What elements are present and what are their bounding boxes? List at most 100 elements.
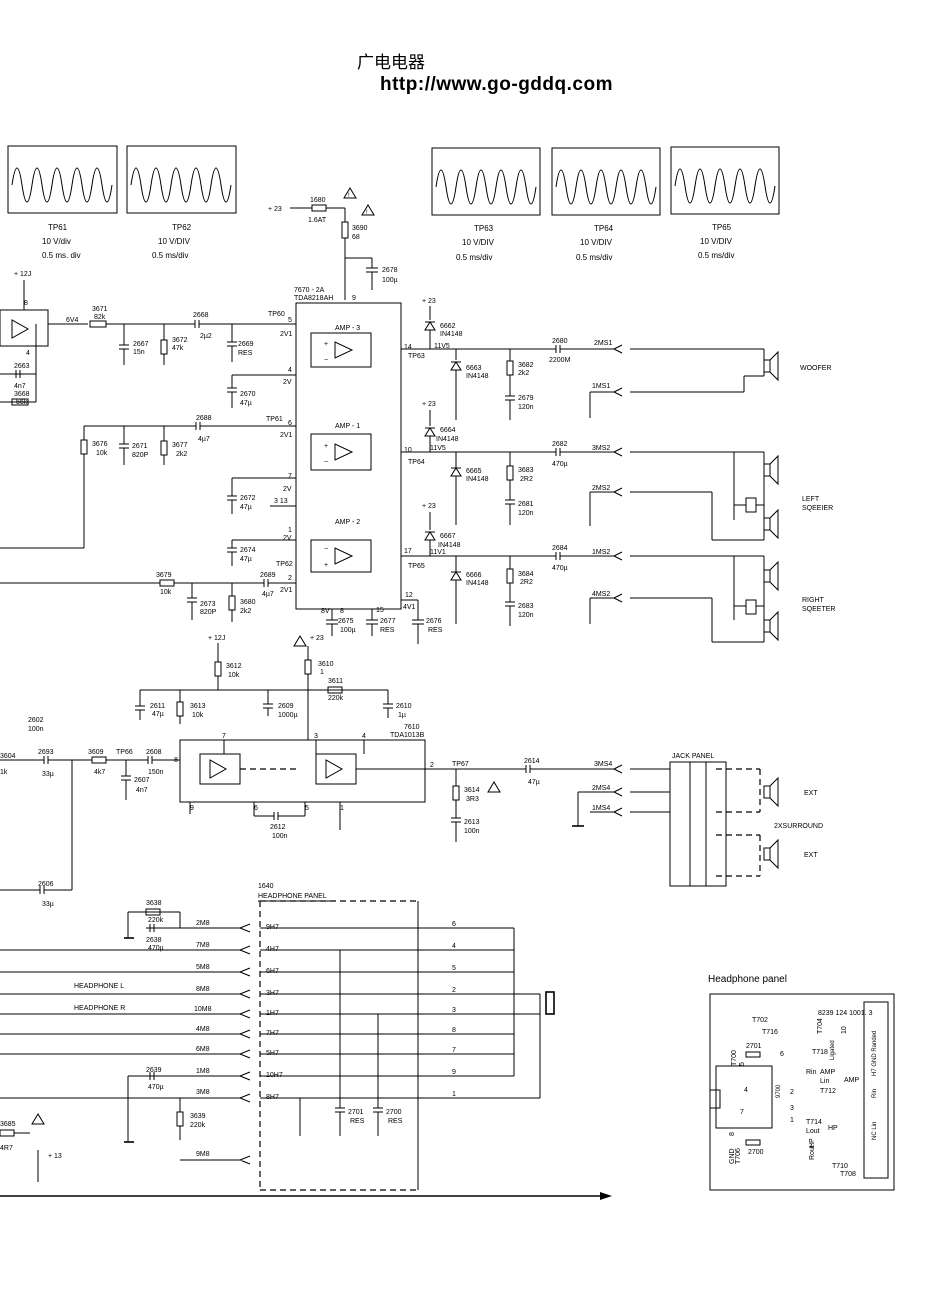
svg-text:8M8: 8M8 (196, 986, 210, 993)
svg-text:GND: GND (729, 1148, 736, 1164)
svg-text:2: 2 (790, 1089, 794, 1096)
svg-text:T700: T700 (731, 1050, 738, 1066)
svg-text:15n: 15n (133, 349, 145, 356)
svg-text:2673: 2673 (200, 601, 216, 608)
speaker-icon (763, 517, 771, 531)
svg-text:2693: 2693 (38, 749, 54, 756)
svg-text:2611: 2611 (150, 703, 165, 710)
svg-text:1MS1: 1MS1 (592, 383, 610, 390)
speaker-icon (763, 785, 771, 799)
svg-text:AMP - 2: AMP - 2 (335, 519, 360, 526)
warning-icon (293, 635, 307, 647)
svg-text:2684: 2684 (552, 545, 568, 552)
svg-text:2677: 2677 (380, 618, 396, 625)
svg-text:6664: 6664 (440, 427, 456, 434)
svg-text:2681: 2681 (518, 501, 534, 508)
svg-text:47µ: 47µ (152, 711, 164, 718)
svg-text:H7 GND Randed: H7 GND Randed (872, 1031, 878, 1076)
svg-text:+ 23: + 23 (310, 635, 324, 642)
svg-text:2675: 2675 (338, 618, 354, 625)
svg-text:3R3: 3R3 (466, 796, 479, 803)
svg-text:IN4148: IN4148 (440, 331, 463, 338)
svg-text:2V1: 2V1 (280, 331, 293, 338)
scope-tp63-scale: 10 V/DIV (462, 238, 495, 247)
svg-text:3 13: 3 13 (274, 498, 288, 505)
svg-text:7: 7 (288, 473, 292, 480)
svg-text:AMP: AMP (844, 1077, 860, 1084)
svg-text:+ 23: + 23 (422, 401, 436, 408)
svg-text:3M8: 3M8 (196, 1089, 210, 1096)
svg-text:2668: 2668 (193, 312, 209, 319)
svg-text:SQEETER: SQEETER (802, 606, 835, 613)
svg-text:3604: 3604 (0, 753, 16, 760)
svg-text:2672: 2672 (240, 495, 256, 502)
svg-text:5: 5 (452, 965, 456, 972)
speaker-icon (763, 619, 771, 633)
hp-row-5: 4M8 7H7 8 (0, 1026, 514, 1037)
svg-text:47µ: 47µ (240, 504, 252, 511)
svg-text:Rout: Rout (809, 1145, 816, 1160)
svg-text:3: 3 (452, 1007, 456, 1014)
svg-text:10k: 10k (160, 589, 172, 596)
ic-tda1013b: + 12J 3612 10k + 23 3610 1 3611 220k 261… (135, 635, 434, 840)
svg-text:47k: 47k (172, 345, 184, 352)
svg-text:220k: 220k (148, 917, 164, 924)
svg-text:3676: 3676 (92, 441, 108, 448)
svg-text:+: + (324, 443, 328, 450)
svg-text:1µ: 1µ (398, 712, 406, 719)
speaker-icon (763, 463, 771, 477)
svg-text:T712: T712 (820, 1088, 836, 1095)
svg-text:2701: 2701 (348, 1109, 364, 1116)
svg-text:8: 8 (729, 1132, 736, 1136)
svg-text:6: 6 (452, 921, 456, 928)
svg-text:2V1: 2V1 (280, 587, 293, 594)
svg-text:4µ7: 4µ7 (198, 436, 210, 443)
svg-text:220k: 220k (328, 695, 344, 702)
svg-text:2V: 2V (283, 535, 292, 542)
svg-text:3671: 3671 (92, 306, 108, 313)
svg-text:2607: 2607 (134, 777, 150, 784)
svg-text:2612: 2612 (270, 824, 286, 831)
svg-text:1k: 1k (0, 769, 8, 776)
svg-text:1.6AT: 1.6AT (308, 217, 327, 224)
svg-text:2µ2: 2µ2 (200, 333, 212, 340)
svg-text:2676: 2676 (426, 618, 442, 625)
svg-text:4V1: 4V1 (403, 604, 416, 611)
svg-text:6666: 6666 (466, 572, 482, 579)
svg-text:9: 9 (190, 805, 194, 812)
svg-text:2688: 2688 (196, 415, 212, 422)
resistor-3690 (341, 221, 349, 239)
svg-text:!: ! (366, 210, 368, 216)
svg-text:TP66: TP66 (116, 749, 133, 756)
scope-tp61-time: 0.5 ms. div (42, 251, 81, 260)
svg-text:RES: RES (238, 350, 253, 357)
svg-text:1: 1 (790, 1117, 794, 1124)
svg-text:2614: 2614 (524, 758, 540, 765)
hp-row-7: 1M8 10H7 9 2639 470µ (124, 1067, 514, 1143)
svg-text:RES: RES (428, 627, 443, 634)
power-input-top: + 23 1680 1.6AT ! ! 3690 68 2678 100µ 76… (268, 187, 398, 302)
svg-text:+ 12J: + 12J (14, 271, 31, 278)
scope-tp65-scale: 10 V/DIV (700, 237, 733, 246)
svg-text:47µ: 47µ (240, 556, 252, 563)
svg-text:1: 1 (452, 1091, 456, 1098)
svg-text:470µ: 470µ (148, 945, 164, 952)
svg-text:+ 13: + 13 (48, 1153, 62, 1160)
svg-text:9700: 9700 (776, 1084, 782, 1098)
svg-text:NC Lin: NC Lin (872, 1122, 878, 1140)
input-stage: + 12J 8 4 6V4 3671 82k 2668 2µ2 2667 15n… (0, 271, 296, 622)
svg-text:2689: 2689 (260, 572, 276, 579)
fuse-1680 (311, 204, 327, 212)
svg-text:1: 1 (340, 805, 344, 812)
svg-text:4: 4 (744, 1087, 748, 1094)
svg-text:2MS2: 2MS2 (592, 485, 610, 492)
svg-text:7670 - 2A: 7670 - 2A (294, 287, 325, 294)
svg-text:3684: 3684 (518, 571, 534, 578)
scope-tp62: TP62 10 V/DIV 0.5 ms/div (126, 145, 237, 260)
svg-text:2671: 2671 (132, 443, 148, 450)
svg-text:1M8: 1M8 (196, 1068, 210, 1075)
svg-text:10k: 10k (228, 672, 240, 679)
hp-row-3: HEADPHONE L 8M8 3H7 2 (0, 983, 540, 997)
svg-text:4R7: 4R7 (0, 1145, 13, 1152)
header-url: http://www.go-gddq.com (380, 74, 613, 95)
